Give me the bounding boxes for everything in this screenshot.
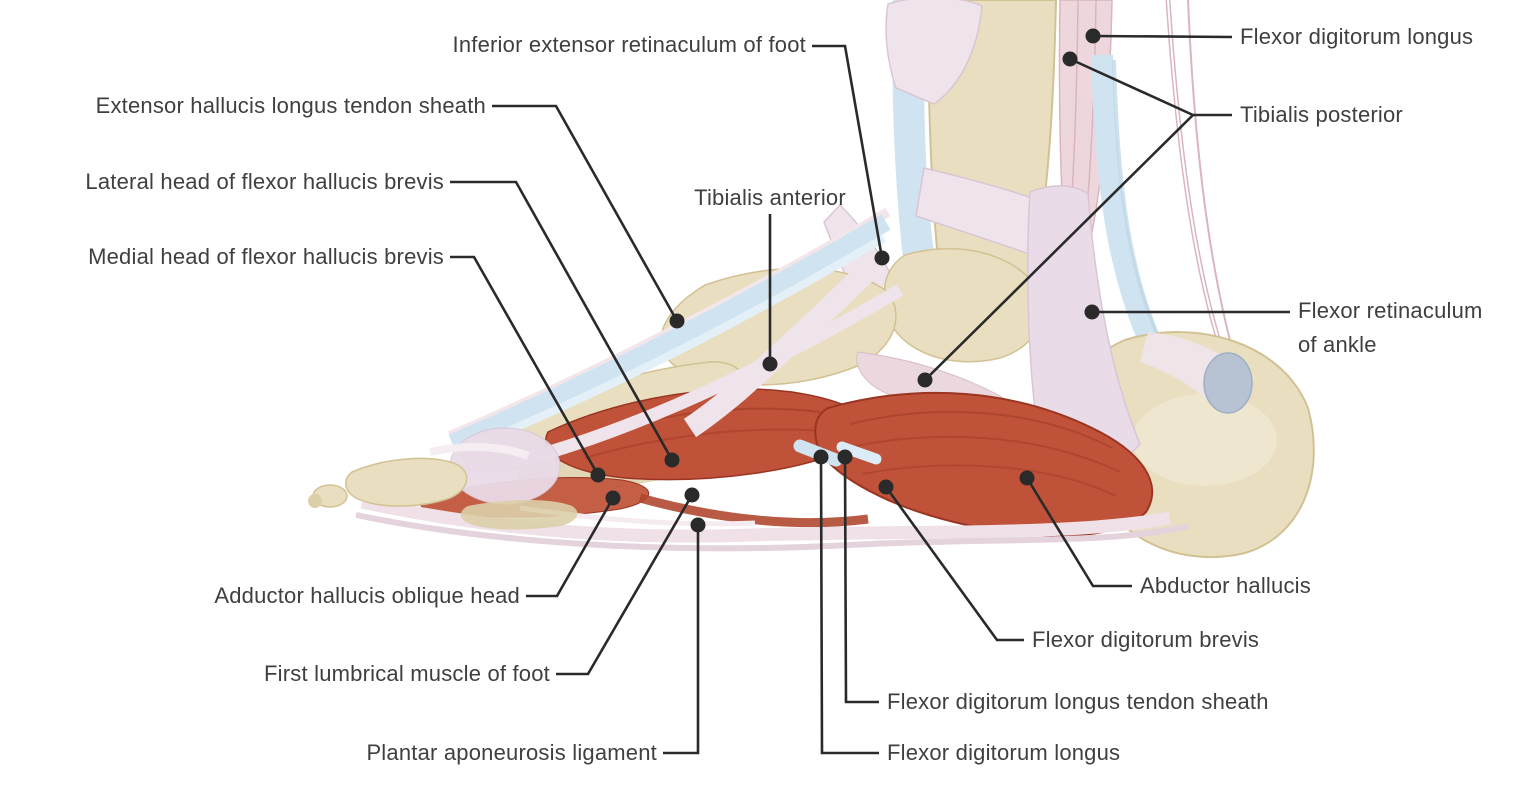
muscle-striation <box>584 428 839 459</box>
leader-lines-layer <box>450 28 1290 755</box>
leader-line-abductor-hallucis <box>1025 477 1132 588</box>
extensor-hood <box>429 443 530 460</box>
leader-dot-abductor-hallucis <box>1019 470 1035 486</box>
leader-dot-first-lumbrical-muscle-of-foot <box>684 487 700 503</box>
leader-line-inferior-extensor-retinaculum-of-foot <box>812 44 884 259</box>
fdl-sheath-segment-2 <box>836 441 882 465</box>
leader-dot-flexor-digitorum-longus-top <box>1085 28 1101 44</box>
mtp-joint-capsule <box>449 427 561 505</box>
leader-line-flexor-digitorum-longus-top <box>1092 34 1233 39</box>
plantaris-tendon-2 <box>1187 0 1241 378</box>
leader-dot-flexor-digitorum-longus-bottom <box>813 449 829 465</box>
leader-line-lateral-head-of-flexor-hallucis-brevis <box>450 180 674 461</box>
plantaris-tendon-inner <box>1167 0 1235 386</box>
muscle-striation <box>849 410 1113 449</box>
leader-dot-tibialis-anterior <box>762 356 778 372</box>
leader-line-flexor-digitorum-longus-tendon-sheath <box>843 456 879 704</box>
calcaneus-highlight <box>1133 394 1277 486</box>
dorsal-sheath-band-light <box>456 234 887 456</box>
dorsal-tendon-sheath-band <box>448 214 891 452</box>
hallux-phalanx <box>345 457 468 507</box>
leader-dot-medial-head-of-flexor-hallucis-brevis <box>590 467 606 483</box>
leader-dot-flexor-digitorum-brevis <box>878 479 894 495</box>
leader-dot-flexor-digitorum-longus-tendon-sheath <box>837 449 853 465</box>
leader-line-first-lumbrical-muscle-of-foot <box>556 494 694 676</box>
leader-line-plantar-aponeurosis-ligament <box>663 525 700 755</box>
leader-dot-tibialis-posterior <box>917 372 933 388</box>
muscle-striation <box>845 435 1121 473</box>
leader-dot-adductor-hallucis-oblique-head <box>605 490 621 506</box>
leader-dot-flexor-retinaculum-of-ankle <box>1084 304 1100 320</box>
leader-line-flexor-digitorum-longus-bottom <box>819 456 879 755</box>
leader-line-flexor-digitorum-brevis <box>884 486 1024 642</box>
peroneal-tendon-blob <box>1203 352 1253 414</box>
fdb-tendon-slip <box>638 493 869 528</box>
leader-dot-tibialis-posterior <box>1062 51 1078 67</box>
toes <box>308 427 578 530</box>
second-toe-bone <box>460 500 578 530</box>
sole-outline-band <box>355 512 1189 552</box>
leader-dot-lateral-head-of-flexor-hallucis-brevis <box>664 452 680 468</box>
flexor-retinaculum-band <box>1026 185 1141 475</box>
hallux-tip <box>308 494 322 508</box>
leader-dot-extensor-hallucis-longus-tendon-sheath <box>669 313 685 329</box>
leader-line-adductor-hallucis-oblique-head <box>526 497 615 598</box>
leader-line-tibialis-posterior <box>924 114 1194 381</box>
leader-line-extensor-hallucis-longus-tendon-sheath <box>492 104 679 322</box>
muscle-striation <box>861 464 1117 497</box>
plantaris-tendon <box>1165 0 1237 386</box>
proximal-retinaculum-patch <box>885 0 983 105</box>
leader-dot-plantar-aponeurosis-ligament <box>690 517 706 533</box>
leader-line-medial-head-of-flexor-hallucis-brevis <box>450 255 600 476</box>
leader-dot-inferior-extensor-retinaculum-of-foot <box>874 250 890 266</box>
